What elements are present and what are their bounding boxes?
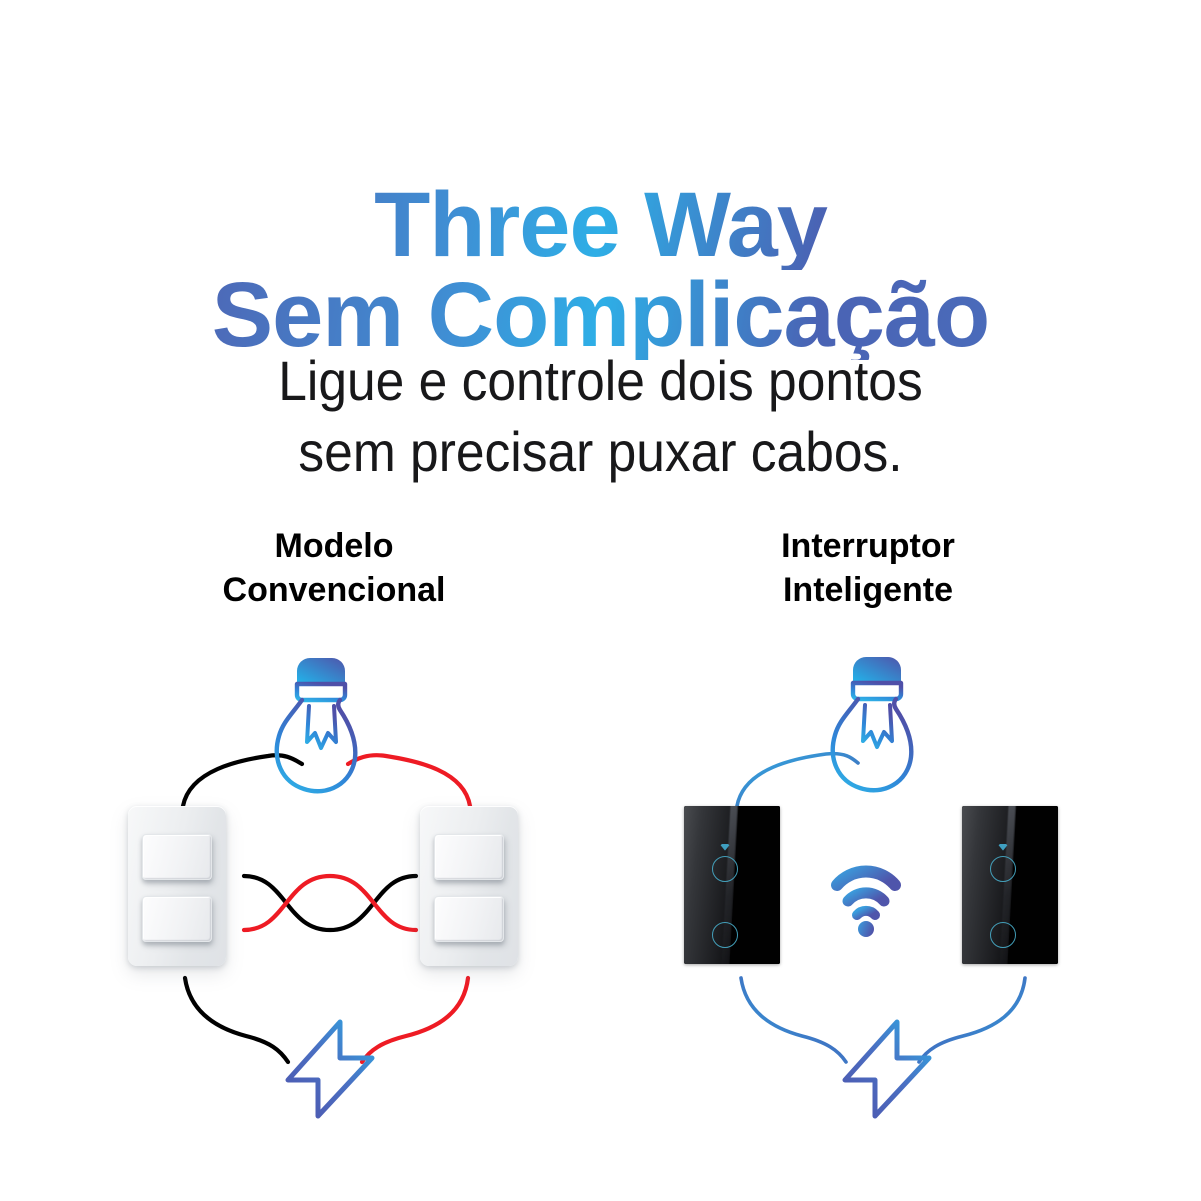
caption-conventional-line-1: Modelo <box>274 527 394 565</box>
page-title-line-1: Three Way <box>0 179 1201 271</box>
subtitle-line-2: sem precisar puxar cabos. <box>298 420 903 484</box>
touch-button-bottom[interactable] <box>990 922 1016 948</box>
subtitle: Ligue e controle dois pontos sem precisa… <box>48 345 1153 487</box>
wire-blue-power-left <box>739 976 848 1064</box>
light-bulb-icon-right <box>830 657 914 793</box>
bulb-glass <box>274 697 358 794</box>
wire-red-bulb <box>345 753 473 809</box>
wifi-indicator-icon <box>998 843 1008 851</box>
caption-conventional: Modelo Convencional <box>84 525 584 612</box>
rocker-button-bottom[interactable] <box>434 896 504 942</box>
wire-red-power <box>359 975 471 1065</box>
page-title: Three Way Sem Complicação <box>0 179 1201 361</box>
caption-smart: Interruptor Inteligente <box>618 525 1118 612</box>
smart-switch-right[interactable] <box>962 806 1058 964</box>
rocker-button-top[interactable] <box>142 834 212 880</box>
caption-conventional-line-2: Convencional <box>222 570 446 609</box>
wire-black-power <box>182 975 291 1065</box>
bolt-shape <box>842 1019 932 1119</box>
wire-red-traveler <box>241 873 419 933</box>
caption-smart-line-1: Interruptor <box>781 527 955 565</box>
bulb-filament <box>861 703 894 749</box>
touch-button-top[interactable] <box>990 856 1016 882</box>
wifi-icon <box>831 865 901 937</box>
bulb-neck <box>850 680 904 702</box>
wifi-arc-inner <box>852 905 880 920</box>
conventional-switch-right[interactable] <box>420 806 518 966</box>
caption-smart-line-2: Inteligente <box>782 570 954 609</box>
bulb-neck <box>294 681 348 703</box>
bulb-cap <box>297 658 345 683</box>
bulb-cap <box>853 657 901 682</box>
wifi-arc-mid <box>842 887 890 907</box>
wire-blue-bulb <box>735 751 860 808</box>
touch-button-top[interactable] <box>712 856 738 882</box>
subtitle-line-1: Ligue e controle dois pontos <box>278 349 923 412</box>
bulb-filament <box>305 704 338 750</box>
smart-switch-left[interactable] <box>684 806 780 964</box>
wifi-dot <box>858 921 874 937</box>
wire-black-traveler <box>241 873 419 933</box>
wifi-arc-outer <box>831 865 901 891</box>
rocker-button-top[interactable] <box>434 834 504 880</box>
lightning-bolt-icon-right <box>842 1019 932 1119</box>
bolt-shape <box>285 1019 375 1119</box>
lightning-bolt-icon-left <box>285 1019 375 1119</box>
wire-blue-power-right <box>917 976 1027 1064</box>
page-title-line-2: Sem Complicação <box>0 269 1201 361</box>
rocker-button-bottom[interactable] <box>142 896 212 942</box>
wire-black-bulb <box>180 753 305 809</box>
touch-button-bottom[interactable] <box>712 922 738 948</box>
conventional-switch-left[interactable] <box>128 806 226 966</box>
light-bulb-icon-left <box>274 658 358 794</box>
bulb-glass <box>830 696 914 793</box>
wifi-indicator-icon <box>720 843 730 851</box>
